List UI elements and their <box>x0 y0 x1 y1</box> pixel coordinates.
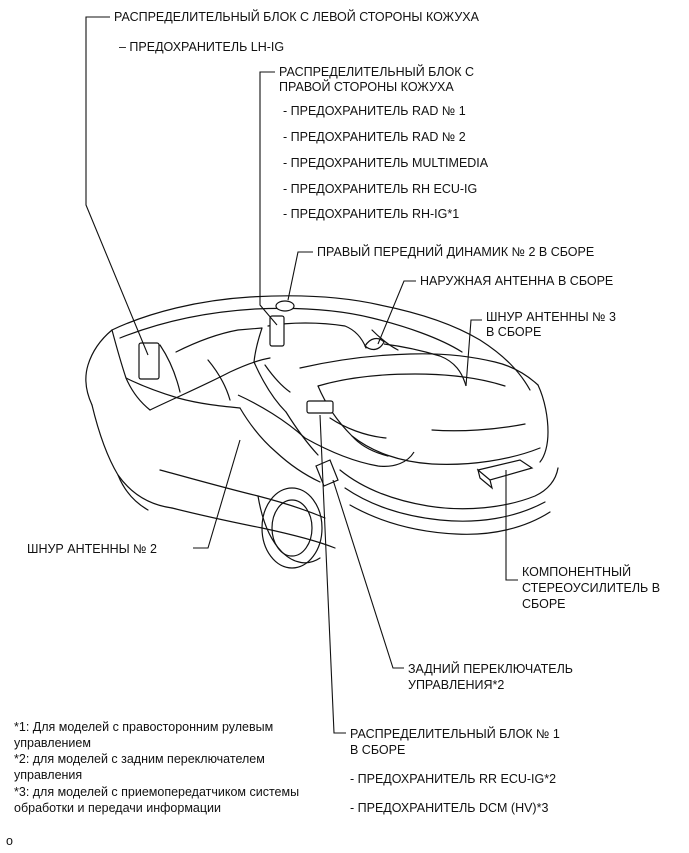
junction-block-1-label-1: РАСПРЕДЕЛИТЕЛЬНЫЙ БЛОК № 1 <box>350 727 560 741</box>
right-junction-block-fuse-rh-ig: - ПРЕДОХРАНИТЕЛЬ RH-IG*1 <box>283 207 460 221</box>
rear-control-switch-part <box>315 459 339 487</box>
junction-block-1-fuse-rr-ecu-ig: - ПРЕДОХРАНИТЕЛЬ RR ECU-IG*2 <box>350 772 557 786</box>
right-junction-block-fuse-rad2: - ПРЕДОХРАНИТЕЛЬ RAD № 2 <box>283 130 466 144</box>
stereo-amplifier-label-2: СТЕРЕОУСИЛИТЕЛЬ В <box>522 581 661 595</box>
footnote-2: *2: для моделей с задним переключателем … <box>14 752 265 782</box>
car-outline <box>85 295 559 569</box>
right-junction-block-title-1: РАСПРЕДЕЛИТЕЛЬНЫЙ БЛОК С <box>279 65 475 79</box>
stereo-amplifier-label-1: КОМПОНЕНТНЫЙ <box>522 565 632 579</box>
antenna-cord-3-label-1: ШНУР АНТЕННЫ № 3 <box>486 310 616 324</box>
right-junction-block-part <box>269 315 285 347</box>
right-junction-block-fuse-rad1: - ПРЕДОХРАНИТЕЛЬ RAD № 1 <box>283 104 466 118</box>
left-junction-block-part <box>138 342 160 380</box>
outer-antenna-label: НАРУЖНАЯ АНТЕННА В СБОРЕ <box>420 274 614 288</box>
outer-antenna-part <box>364 337 385 351</box>
junction-block-1-part <box>306 400 334 414</box>
rear-control-switch-label-1: ЗАДНИЙ ПЕРЕКЛЮЧАТЕЛЬ <box>408 662 574 676</box>
junction-block-1-label-2: В СБОРЕ <box>350 743 406 757</box>
left-junction-block-title: РАСПРЕДЕЛИТЕЛЬНЫЙ БЛОК С ЛЕВОЙ СТОРОНЫ К… <box>114 10 479 24</box>
corner-mark: o <box>6 834 13 848</box>
footnote-3: *3: для моделей с приемопередатчиком сис… <box>14 785 300 815</box>
stereo-amplifier-part <box>476 459 534 490</box>
front-speaker-part <box>275 300 295 312</box>
stereo-amplifier-label-3: СБОРЕ <box>522 597 566 611</box>
right-junction-block-title-2: ПРАВОЙ СТОРОНЫ КОЖУХА <box>279 80 454 94</box>
front-speaker-label: ПРАВЫЙ ПЕРЕДНИЙ ДИНАМИК № 2 В СБОРЕ <box>317 245 595 259</box>
components <box>138 300 534 490</box>
footnote-1: *1: Для моделей с правосторонним рулевым… <box>14 720 274 750</box>
antenna-cord-3-label-2: В СБОРЕ <box>486 325 542 339</box>
antenna-cords <box>237 343 467 467</box>
junction-block-1-fuse-dcm: - ПРЕДОХРАНИТЕЛЬ DCM (HV)*3 <box>350 801 549 815</box>
rear-control-switch-label-2: УПРАВЛЕНИЯ*2 <box>408 678 505 692</box>
leader-lines <box>85 16 518 734</box>
right-junction-block-fuse-multimedia: - ПРЕДОХРАНИТЕЛЬ MULTIMEDIA <box>283 156 489 170</box>
right-junction-block-fuse-rh-ecu-ig: - ПРЕДОХРАНИТЕЛЬ RH ECU-IG <box>283 182 478 196</box>
left-junction-block-fuse: – ПРЕДОХРАНИТЕЛЬ LH-IG <box>119 40 285 54</box>
antenna-cord-2-label: ШНУР АНТЕННЫ № 2 <box>27 542 157 556</box>
